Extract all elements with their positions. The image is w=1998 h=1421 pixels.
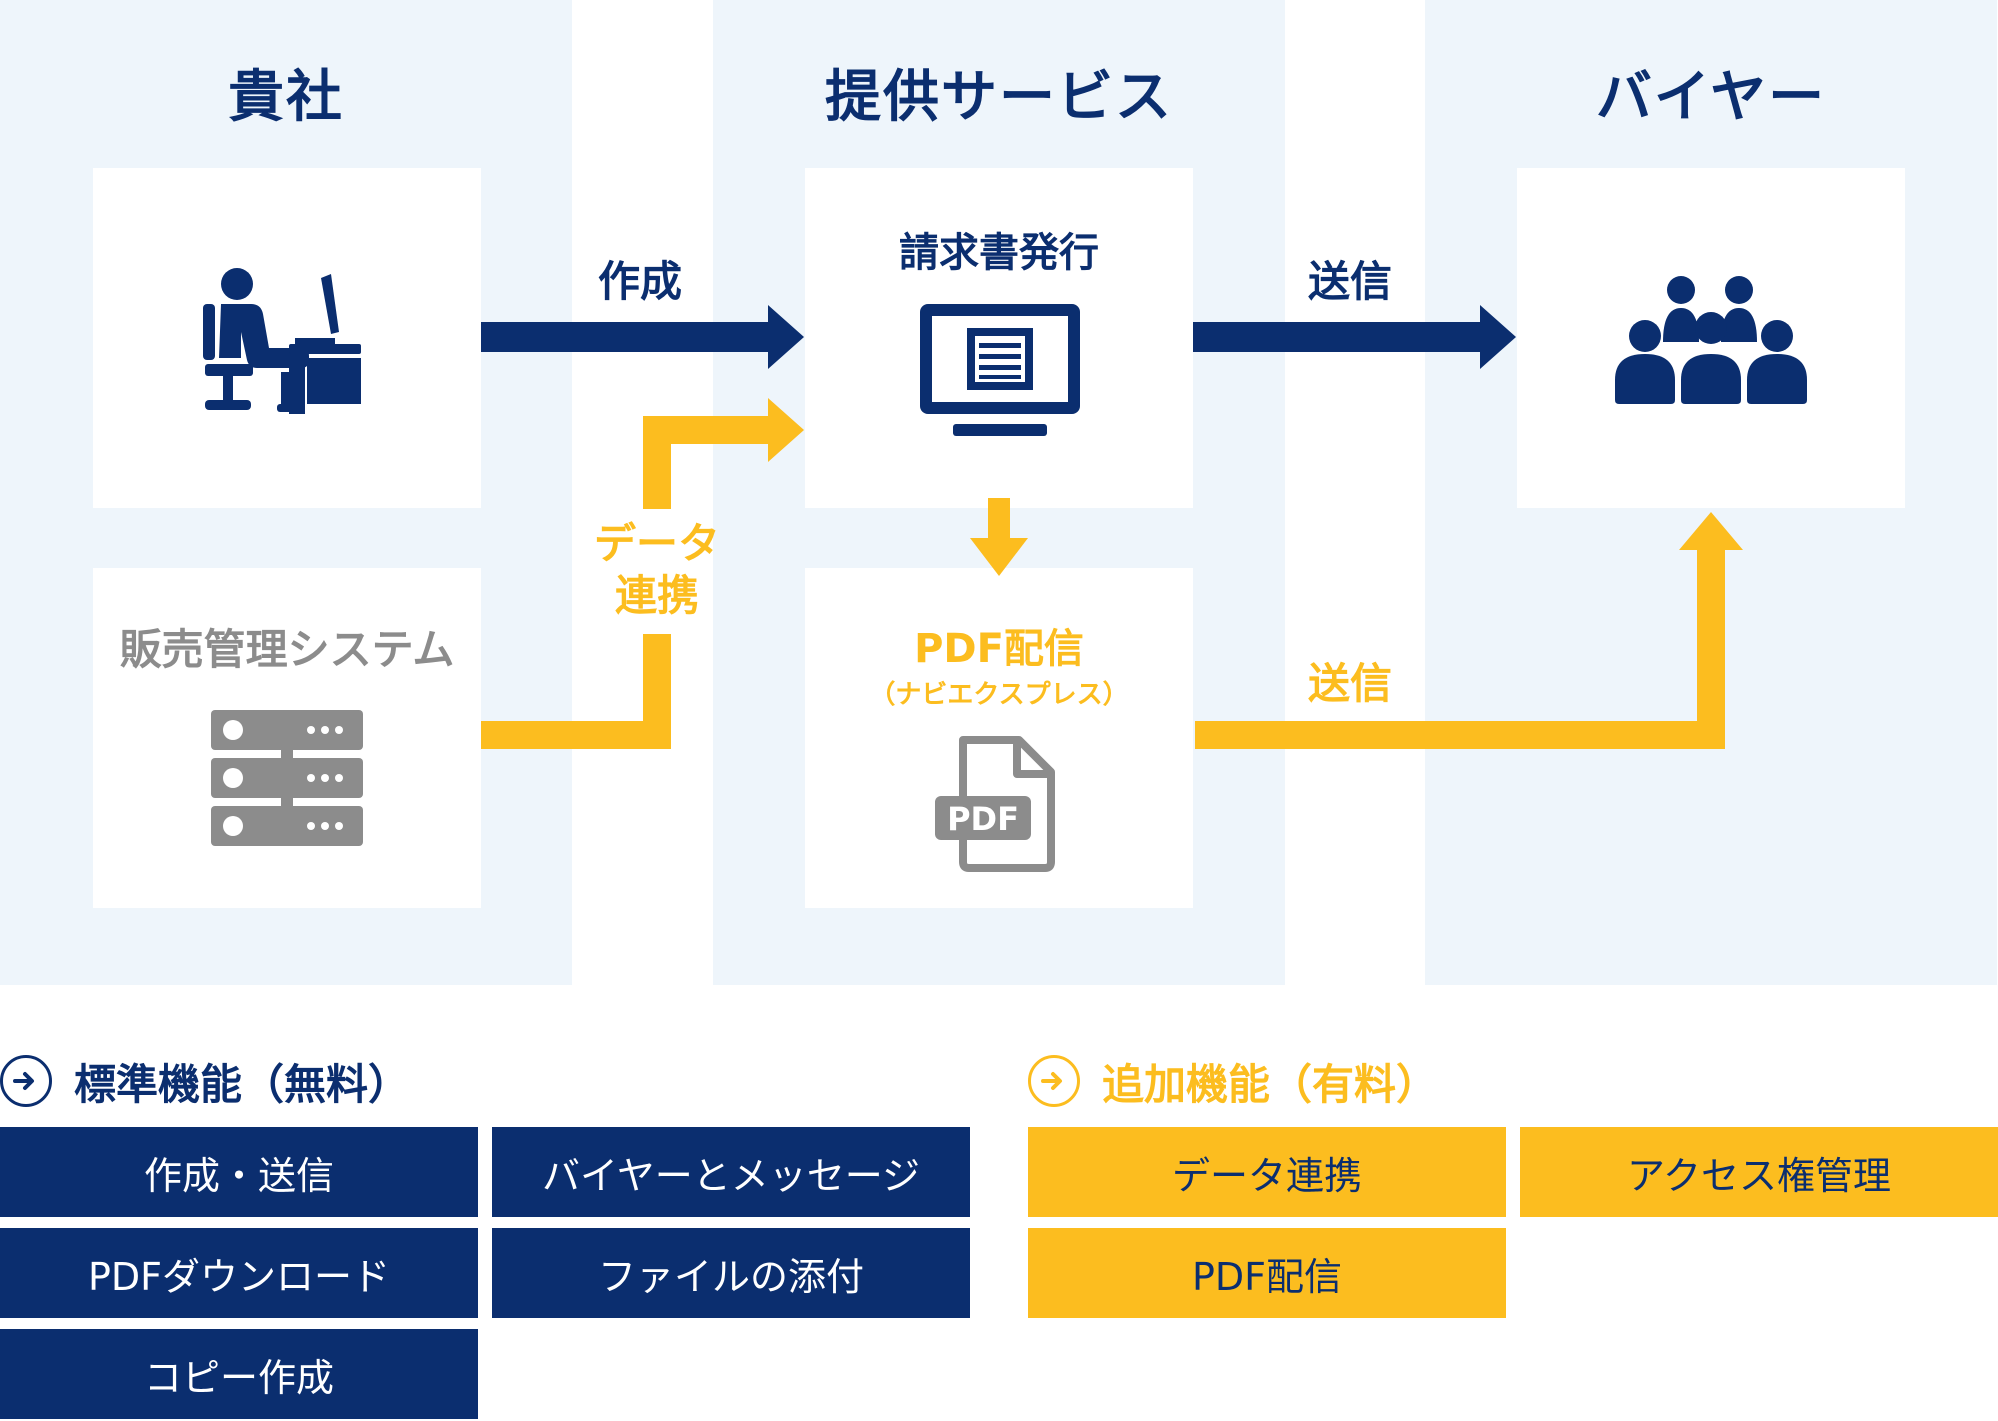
people-group-icon [1615, 276, 1807, 404]
arrow-invoice-to-pdf [970, 498, 1028, 576]
standard-feature-create-send: 作成・送信 [0, 1127, 478, 1217]
flow-label-data-link-2: 連携 [614, 571, 699, 620]
additional-feature-access-control: アクセス権管理 [1520, 1127, 1998, 1217]
standard-feature-pdf-download: PDFダウンロード [0, 1228, 478, 1318]
box-company-user [93, 168, 481, 508]
invoice-title: 請求書発行 [899, 230, 1099, 276]
column-title-company: 貴社 [228, 65, 344, 130]
flow-label-data-link-1: データ [593, 519, 720, 568]
box-invoice-issuance: 請求書発行 [805, 168, 1193, 508]
column-title-service: 提供サービス [825, 65, 1173, 130]
arrow-send-top [1193, 305, 1516, 369]
box-sales-system: 販売管理システム [93, 568, 481, 908]
additional-feature-pdf-delivery: PDF配信 [1028, 1228, 1506, 1318]
arrow-right-circle-icon [1028, 1055, 1080, 1107]
additional-features-heading: 追加機能（有料） [1028, 1050, 1438, 1112]
sales-system-title: 販売管理システム [119, 625, 455, 674]
pdf-badge-text: PDF [947, 800, 1019, 838]
standard-feature-file-attach: ファイルの添付 [492, 1228, 970, 1318]
standard-feature-copy-create: コピー作成 [0, 1329, 478, 1419]
office-worker-icon [203, 268, 361, 414]
column-title-buyer: バイヤー [1595, 65, 1827, 130]
flow-arrows [481, 305, 1743, 749]
flow-label-send-top: 送信 [1307, 257, 1392, 306]
standard-feature-buyer-message: バイヤーとメッセージ [492, 1127, 970, 1217]
pdf-file-icon: PDF [935, 736, 1055, 872]
box-pdf-delivery: PDF配信 （ナビエクスプレス） PDF [805, 568, 1193, 908]
arrow-right-circle-icon [0, 1055, 52, 1107]
box-buyers [1517, 168, 1905, 508]
monitor-document-icon [920, 304, 1080, 436]
additional-features-title: 追加機能（有料） [1102, 1059, 1439, 1109]
standard-features-title: 標準機能（無料） [74, 1059, 411, 1109]
arrow-data-link [481, 398, 804, 749]
server-icon [211, 710, 363, 846]
flow-label-send-bottom: 送信 [1307, 659, 1392, 708]
pdf-delivery-subtitle: （ナビエクスプレス） [869, 680, 1129, 710]
arrow-create [481, 305, 804, 369]
additional-feature-data-link: データ連携 [1028, 1127, 1506, 1217]
standard-features-heading: 標準機能（無料） [0, 1050, 410, 1112]
flow-label-create: 作成 [597, 257, 682, 306]
pdf-delivery-title: PDF配信 [914, 626, 1084, 672]
arrow-send-bottom [1195, 512, 1743, 749]
